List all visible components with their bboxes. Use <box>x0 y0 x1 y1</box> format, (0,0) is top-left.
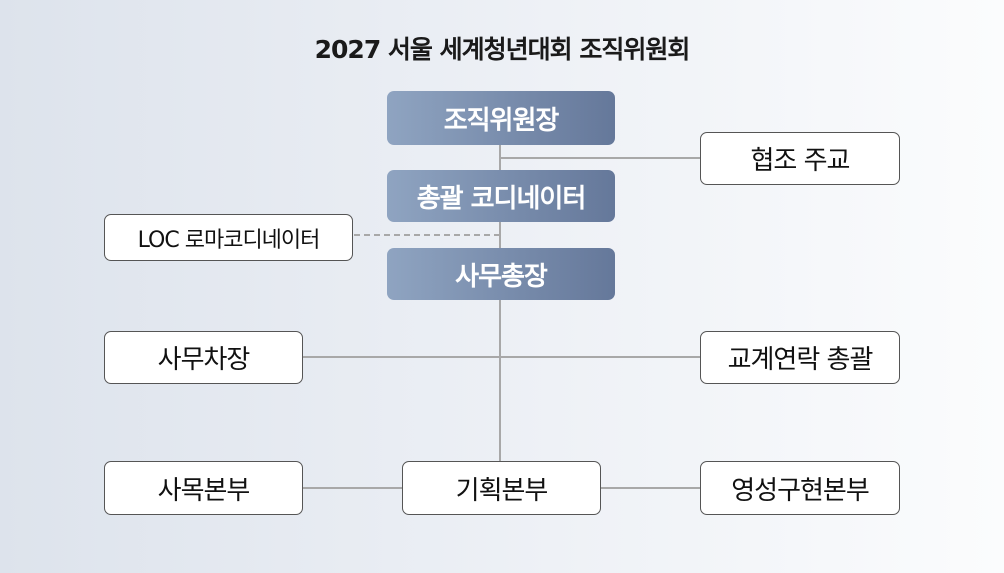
loc-dashed-connector <box>354 234 500 236</box>
node-cooperating-bishop: 협조 주교 <box>700 132 900 185</box>
node-church-liaison: 교계연락 총괄 <box>700 331 900 384</box>
node-planning-dept: 기획본부 <box>402 461 601 515</box>
node-deputy-secretary: 사무차장 <box>104 331 303 384</box>
chart-title: 2027 서울 세계청년대회 조직위원회 <box>314 35 691 64</box>
node-general-coordinator: 총괄 코디네이터 <box>387 170 615 222</box>
node-pastoral-dept: 사목본부 <box>104 461 303 515</box>
bishop-connector <box>500 157 700 159</box>
node-secretary-general: 사무총장 <box>387 248 615 300</box>
node-spirituality-dept: 영성구현본부 <box>700 461 900 515</box>
node-loc-rome-coordinator: LOC 로마코디네이터 <box>104 214 353 261</box>
node-chairman: 조직위원장 <box>387 91 615 145</box>
main-vertical-connector <box>499 145 501 461</box>
deputy-connector <box>303 356 700 358</box>
